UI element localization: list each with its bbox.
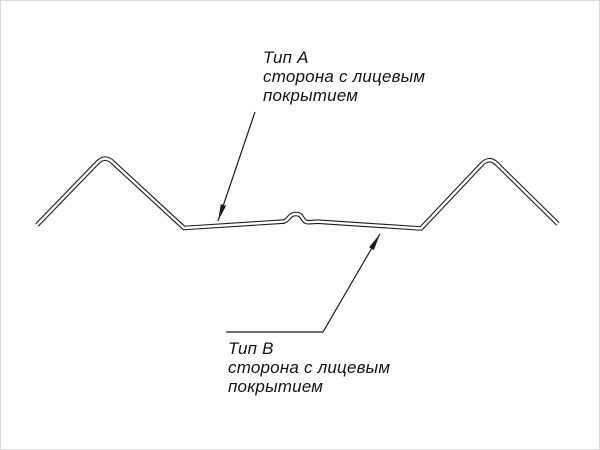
profile-outline xyxy=(35,156,560,231)
label-type-a-line1: сторона с лицевым xyxy=(263,67,426,86)
profile-outer-contour xyxy=(35,156,560,231)
label-type-b: Тип В сторона с лицевым покрытием xyxy=(228,339,390,396)
leader-line-type-a xyxy=(217,111,256,222)
leader-lines xyxy=(217,111,381,333)
label-type-b-line2: покрытием xyxy=(228,377,324,396)
label-type-b-line1: сторона с лицевым xyxy=(228,358,391,377)
leader-line-type-b xyxy=(226,233,381,333)
label-type-b-title: Тип В xyxy=(228,339,274,358)
label-type-a-title: Тип А xyxy=(263,48,309,67)
label-type-a-line2: покрытием xyxy=(263,86,359,105)
label-type-a: Тип А сторона с лицевым покрытием xyxy=(263,48,425,105)
profile-inner-core xyxy=(36,157,559,230)
